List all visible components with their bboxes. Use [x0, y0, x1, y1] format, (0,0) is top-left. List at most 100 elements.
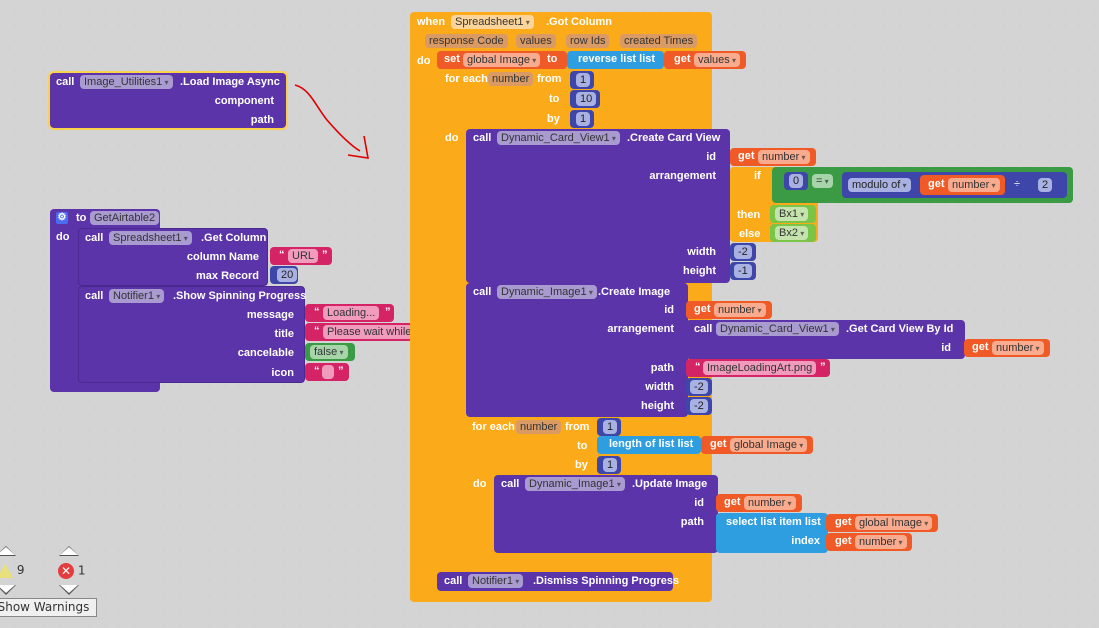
math-op-dropdown[interactable]: modulo of [848, 178, 911, 192]
error-next-arrow[interactable] [59, 585, 79, 595]
variable-dropdown[interactable]: global Image [855, 516, 933, 530]
load-image-async-block[interactable]: call Image_Utilities1 .Load Image Async … [50, 73, 286, 128]
number-field[interactable]: 1 [603, 420, 618, 434]
loop-variable-field[interactable]: number [516, 420, 562, 434]
boolean-dropdown[interactable]: false [310, 345, 348, 359]
get-number-block[interactable]: get number [686, 301, 772, 319]
number-block-width[interactable]: -2 [686, 378, 712, 396]
text-field[interactable]: URL [288, 249, 319, 263]
variable-dropdown[interactable]: number [855, 535, 907, 549]
get-number-block[interactable]: get number [826, 533, 912, 551]
component-dropdown[interactable]: Spreadsheet1 [109, 231, 192, 245]
get-number-block[interactable]: get number [920, 175, 1005, 195]
get-number-block[interactable]: get number [730, 148, 816, 166]
component-dropdown[interactable]: Image_Utilities1 [80, 75, 173, 89]
boolean-block-cancelable[interactable]: false [305, 343, 355, 361]
variable-dropdown[interactable]: number [948, 178, 1000, 192]
arrangement-dropdown[interactable]: Bx1 [775, 207, 809, 221]
get-global-image-block[interactable]: get global Image [826, 514, 938, 532]
component-dropdown[interactable]: Dynamic_Card_View1 [716, 322, 839, 336]
number-block-width[interactable]: -2 [730, 243, 756, 261]
number-field[interactable]: -1 [734, 264, 752, 278]
component-dropdown[interactable]: Dynamic_Image1 [497, 285, 597, 299]
dismiss-spinning-progress-block[interactable]: call Notifier1 .Dismiss Spinning Progres… [437, 572, 679, 591]
component-dropdown[interactable]: Dynamic_Card_View1 [497, 131, 620, 145]
get-values-block[interactable]: get values [664, 51, 746, 69]
number-field[interactable]: 1 [603, 458, 618, 472]
method-label: .Create Image [598, 286, 671, 298]
create-image-block[interactable]: call Dynamic_Image1 .Create Image id arr… [466, 283, 688, 417]
create-card-view-block[interactable]: call Dynamic_Card_View1 .Create Card Vie… [466, 129, 730, 283]
component-dropdown[interactable]: Spreadsheet1 [451, 15, 534, 29]
select-list-item-block[interactable]: select list item list index [716, 513, 828, 553]
number-field[interactable]: 1 [576, 73, 591, 87]
get-column-call-block[interactable]: call Spreadsheet1 .Get Column column Nam… [78, 228, 268, 286]
number-field[interactable]: 1 [576, 112, 591, 126]
arrangement-dropdown[interactable]: Bx2 [775, 226, 809, 240]
compare-block[interactable]: 0 = modulo of get number ÷ 2 [772, 167, 1073, 203]
number-field[interactable]: -2 [690, 399, 708, 413]
component-dropdown[interactable]: Notifier1 [109, 289, 165, 303]
variable-dropdown[interactable]: number [992, 341, 1044, 355]
show-spinning-progress-block[interactable]: call Notifier1 .Show Spinning Progress m… [78, 286, 306, 383]
variable-dropdown[interactable]: number [744, 496, 796, 510]
number-block-height[interactable]: -2 [686, 397, 712, 415]
number-block[interactable]: 0 [784, 172, 808, 190]
get-global-image-block[interactable]: get global Image [701, 436, 813, 454]
get-label: get [835, 516, 852, 528]
component-dropdown[interactable]: Notifier1 [468, 574, 524, 588]
number-block-by[interactable]: 1 [597, 456, 621, 474]
text-block-url[interactable]: “ URL ” [270, 247, 332, 265]
variable-dropdown[interactable]: number [758, 150, 810, 164]
event-label: .Got Column [546, 16, 612, 28]
reverse-list-block[interactable]: reverse list list [567, 51, 664, 69]
number-field[interactable]: -2 [690, 380, 708, 394]
text-block-path[interactable]: “ ImageLoadingArt.png ” [686, 359, 830, 377]
get-label: get [928, 178, 945, 190]
component-dropdown[interactable]: Dynamic_Image1 [525, 477, 625, 491]
number-field[interactable]: 20 [277, 268, 298, 282]
update-image-block[interactable]: call Dynamic_Image1 .Update Image id pat… [494, 475, 718, 553]
number-block-height[interactable]: -1 [730, 262, 756, 280]
event-param[interactable]: values [516, 34, 556, 48]
variable-dropdown[interactable]: global Image [730, 438, 808, 452]
number-field[interactable]: 0 [789, 174, 804, 188]
variable-dropdown[interactable]: global Image [463, 53, 541, 67]
procedure-name-field[interactable]: GetAirtable2 [90, 211, 160, 225]
param-id-label: id [706, 151, 716, 163]
number-block-to[interactable]: 10 [570, 90, 600, 108]
number-block-from[interactable]: 1 [570, 71, 594, 89]
show-warnings-button[interactable]: Show Warnings [0, 598, 97, 617]
else-value-block[interactable]: Bx2 [770, 224, 816, 242]
loop-variable-field[interactable]: number [488, 72, 534, 86]
compare-operator-dropdown[interactable]: = [812, 174, 833, 188]
number-field[interactable]: -2 [734, 245, 752, 259]
get-number-block[interactable]: get number [716, 494, 802, 512]
get-card-view-by-id-block[interactable]: call Dynamic_Card_View1 .Get Card View B… [686, 320, 965, 359]
text-block-message[interactable]: “ Loading... ” [305, 304, 394, 322]
text-field[interactable]: Loading... [323, 306, 380, 320]
number-field[interactable]: 10 [576, 92, 597, 106]
text-field[interactable] [322, 365, 334, 379]
warning-prev-arrow[interactable] [0, 546, 16, 556]
text-field[interactable]: ImageLoadingArt.png [703, 361, 817, 375]
number-block-from[interactable]: 1 [597, 418, 621, 436]
length-of-list-block[interactable]: length of list list [597, 436, 701, 454]
event-param[interactable]: response Code [425, 34, 508, 48]
modulo-block[interactable]: modulo of get number ÷ 2 [842, 172, 1067, 198]
gear-icon[interactable]: ⚙ [56, 212, 68, 224]
variable-dropdown[interactable]: values [694, 53, 741, 67]
text-block-icon[interactable]: “ ” [305, 363, 349, 381]
event-param[interactable]: row Ids [566, 34, 610, 48]
error-prev-arrow[interactable] [59, 546, 79, 556]
number-block-max-record[interactable]: 20 [270, 266, 298, 284]
event-param[interactable]: created Times [620, 34, 698, 48]
number-block-by[interactable]: 1 [570, 110, 594, 128]
param-path-label: path [250, 114, 274, 126]
then-value-block[interactable]: Bx1 [770, 205, 816, 223]
get-number-block[interactable]: get number [964, 339, 1050, 357]
number-field[interactable]: 2 [1038, 178, 1053, 192]
variable-dropdown[interactable]: number [714, 303, 766, 317]
warning-next-arrow[interactable] [0, 585, 16, 595]
set-global-image-block[interactable]: set global Image to [437, 51, 567, 69]
